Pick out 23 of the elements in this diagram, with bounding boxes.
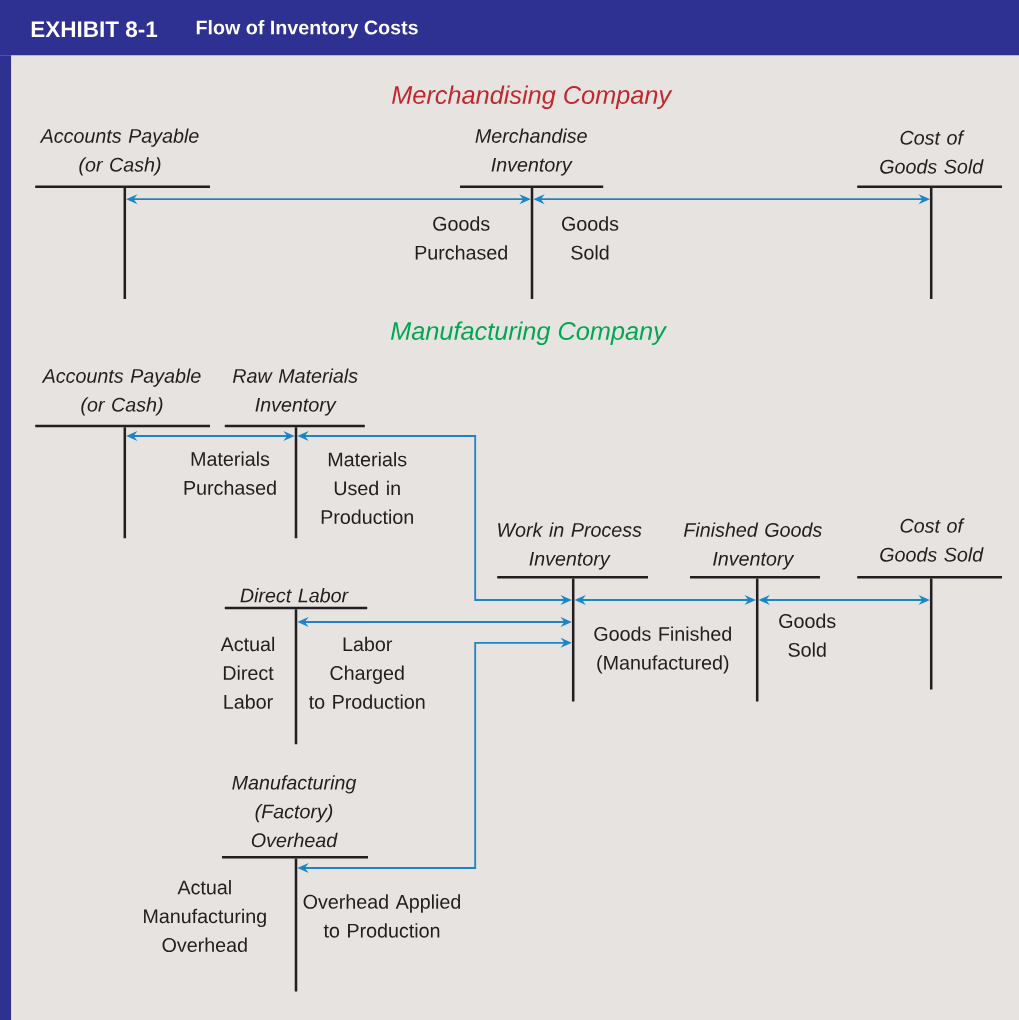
exhibit-title: Flow of Inventory Costs [196,20,418,39]
entry-text: Labor Charged to Production [308,636,425,709]
account-title: Work in Process Inventory [498,522,642,570]
account-title: Accounts Payable (or Cash) [41,368,201,416]
entry-text: Goods Finished (Manufactured) [594,626,731,674]
entry-text: Actual Direct Labor [220,636,274,709]
account-title: Direct Labor [240,587,349,603]
account-title: Merchandise Inventory [475,128,587,176]
account-title: Finished Goods Inventory [683,522,822,570]
entry-text: Goods Sold [779,613,836,657]
entry-text: Goods Purchased [415,216,507,260]
account-title: Raw Materials Inventory [232,368,358,416]
account-title: Cost of Goods Sold [880,518,984,562]
entry-text: Overhead Applied to Production [303,894,460,938]
exhibit-number: EXHIBIT 8-1 [31,21,158,38]
entry-text: Actual Manufacturing Overhead [143,879,266,953]
account-title: Manufacturing (Factory) Overhead [232,775,357,848]
entry-text: Materials Used in Production [321,451,413,525]
account-title: Cost of Goods Sold [880,130,984,174]
entry-text: Goods Sold [561,216,619,260]
account-title: Accounts Payable (or Cash) [39,128,199,176]
entry-text: Materials Purchased [184,451,276,495]
section-heading: Manufacturing Company [390,321,667,345]
